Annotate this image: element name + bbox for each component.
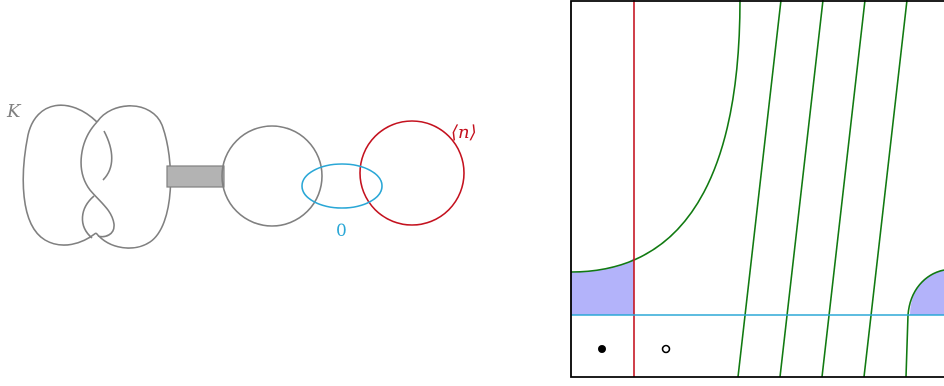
shaded-region-right [910, 270, 944, 315]
knot-inner-strand-a [80, 121, 115, 238]
knot-left-lobe [22, 104, 98, 246]
band [166, 165, 225, 188]
green-line-2 [779, 0, 824, 377]
knot-right-lobe [95, 105, 172, 249]
panel-frame [570, 0, 944, 378]
green-line-1 [737, 0, 782, 377]
green-arc-large [571, 0, 741, 273]
filled-basepoint [598, 345, 606, 353]
left-diagram: K ⟨n⟩ 0 [6, 101, 477, 249]
hollow-basepoint [661, 344, 671, 354]
green-line-4 [863, 0, 908, 377]
knot-label: K [6, 101, 22, 122]
knot-k [22, 104, 172, 249]
zero-unknot [301, 163, 383, 209]
shaded-region-left [571, 258, 634, 315]
knot-inner-strand-b [81, 130, 113, 239]
unknot-label: 0 [336, 221, 347, 241]
gray-circle [221, 125, 323, 227]
framing-circle [359, 120, 465, 226]
green-line-3 [821, 0, 866, 377]
right-diagram [570, 0, 944, 378]
framing-label: ⟨n⟩ [451, 122, 477, 143]
